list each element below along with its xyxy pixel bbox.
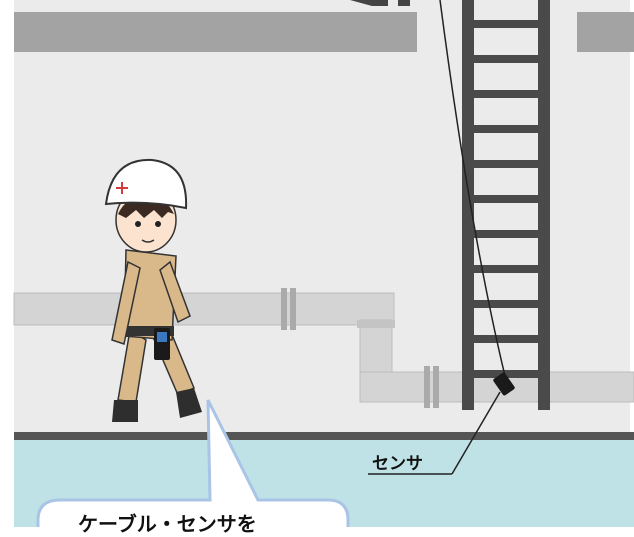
pipe-system — [13, 288, 634, 408]
wall-background — [14, 0, 630, 432]
worker-figure — [104, 158, 202, 422]
ceiling-beam-left — [14, 12, 417, 52]
overhead-hook-icon — [350, 0, 410, 6]
callout-text: ケーブル・センサを — [78, 512, 257, 536]
ladder — [462, 0, 550, 410]
sensor-cable — [439, 0, 506, 377]
helmet-icon — [104, 158, 188, 210]
ceiling-beam-right — [577, 12, 634, 52]
callout-bubble — [36, 399, 350, 537]
sensor-icon — [493, 372, 515, 396]
sensor-leader-line — [451, 391, 501, 475]
sensor-label: センサ — [372, 454, 423, 474]
floor-edge — [14, 432, 634, 440]
